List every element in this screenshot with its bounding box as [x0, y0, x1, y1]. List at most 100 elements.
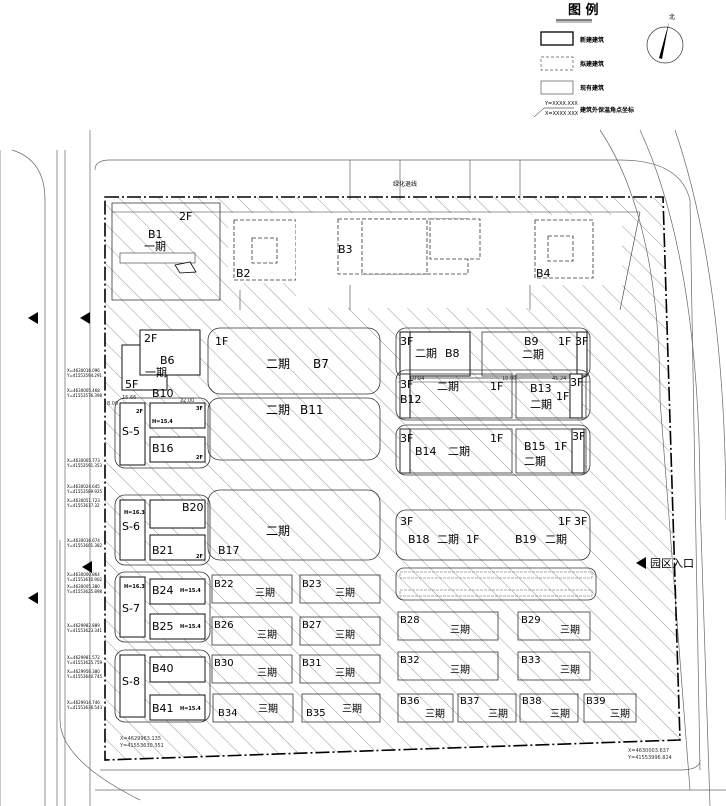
legend-y-sample: Y=XXXX.XXX — [544, 101, 578, 107]
phase-label: 三期 — [425, 708, 445, 720]
floor-label: 3F — [400, 378, 413, 391]
building-label: B3 — [338, 243, 353, 256]
building-label: B19 — [515, 533, 537, 546]
phase-label: 三期 — [335, 587, 355, 599]
building-b6[interactable]: 2F B6 一期 5F — [121, 329, 201, 391]
svg-text:Y=41553601.382: Y=41553601.382 — [66, 543, 103, 548]
building-label: S-7 — [122, 602, 140, 615]
dimension-label: 15.66 — [122, 395, 136, 401]
floor-label: 3F — [572, 430, 585, 443]
svg-text:Y=41553617.32: Y=41553617.32 — [66, 503, 100, 508]
svg-text:X=4629956.380: X=4629956.380 — [67, 669, 100, 674]
svg-text:Y=41553576.398: Y=41553576.398 — [66, 393, 103, 398]
phase-label: 三期 — [258, 703, 278, 715]
building-label: B10 — [152, 387, 174, 400]
block-b11 — [207, 397, 381, 461]
entrance-label: 园区入口 — [650, 557, 694, 570]
phase-label: 一期 — [145, 366, 167, 379]
svg-text:X=4630065.773: X=4630065.773 — [67, 458, 100, 463]
building-label: B27 — [302, 620, 322, 631]
legend-swatch-planned — [540, 56, 574, 71]
dimension-label: 22.00 — [180, 398, 194, 404]
floor-label: 3F — [575, 335, 588, 348]
phase-label: 三期 — [255, 587, 275, 599]
floor-label: 2F — [144, 332, 157, 345]
building-label: B41 — [152, 702, 174, 715]
arrow-left-icon — [28, 592, 38, 604]
building-label: S-8 — [122, 675, 140, 688]
svg-text:Y=41553594.291: Y=41553594.291 — [66, 373, 103, 378]
parking-strip — [395, 567, 597, 601]
green-setback-label: 绿化退线 — [393, 180, 417, 188]
corner-coord-x: X=4630003.637 — [628, 748, 669, 754]
height-label: H=15.4 — [180, 624, 201, 630]
floor-label: 1F — [554, 440, 567, 453]
svg-text:X=4630005.468: X=4630005.468 — [67, 388, 100, 393]
entrance-arrow-icon — [636, 557, 646, 569]
building-label: S-5 — [122, 425, 140, 438]
building-label: B29 — [521, 615, 541, 626]
floor-label: 3F — [400, 335, 413, 348]
building-label: B25 — [152, 620, 174, 633]
svg-text:Y=41553625.759: Y=41553625.759 — [66, 660, 103, 665]
phase-label: 三期 — [450, 664, 470, 676]
arrow-right-icon — [82, 561, 92, 573]
phase-label: 三期 — [560, 624, 580, 636]
building-label: B4 — [536, 267, 551, 280]
floor-label: 1F — [558, 515, 571, 528]
building-label: B13 — [530, 382, 552, 395]
arrow-left-icon — [80, 312, 90, 324]
floor-label: 5F — [125, 378, 138, 391]
dimension-label: 18.00 — [502, 376, 516, 382]
legend-title: 图 例 — [568, 2, 599, 18]
floor-label: 3F — [400, 515, 413, 528]
building-label: B11 — [300, 403, 324, 417]
floor-label: 2F — [179, 210, 192, 223]
svg-text:Y=41553610.902: Y=41553610.902 — [66, 577, 103, 582]
building-label: B16 — [152, 442, 174, 455]
height-label: H=16.3 — [124, 584, 145, 590]
building-b4[interactable]: B4 — [530, 215, 622, 285]
phase-label: 三期 — [560, 664, 580, 676]
building-label: B2 — [236, 267, 251, 280]
floor-label: 3F — [574, 515, 587, 528]
building-b1[interactable]: B1 一期 2F — [111, 202, 221, 301]
svg-text:Y=41553589.925: Y=41553589.925 — [66, 489, 103, 494]
dimension-label: 8.00 — [107, 401, 118, 407]
building-label: B35 — [306, 708, 326, 719]
svg-text:X=4630005.380: X=4630005.380 — [67, 584, 100, 589]
phase-label: 三期 — [488, 708, 508, 720]
building-label: S-6 — [122, 520, 140, 533]
building-label: B23 — [302, 579, 322, 590]
floor-label: 2F — [196, 455, 203, 461]
building-label: B15 — [524, 440, 546, 453]
legend-x-sample: X=XXXX.XXX — [545, 111, 579, 117]
svg-text:X=4630051.723: X=4630051.723 — [67, 498, 100, 503]
svg-text:Y=41553640.745: Y=41553640.745 — [66, 674, 103, 679]
floor-label: 1F — [556, 390, 569, 403]
phase-label: 二期 — [448, 445, 470, 458]
dimension-label: 68.84 — [410, 376, 424, 382]
north-arrow-icon: 北 — [646, 13, 684, 64]
building-label: B6 — [160, 354, 175, 367]
phase3-blocks — [211, 574, 637, 723]
legend-swatch-existing — [540, 80, 574, 95]
building-label: B18 — [408, 533, 430, 546]
height-label: H=15.4 — [180, 588, 201, 594]
phase-label: 二期 — [266, 357, 290, 371]
compass-label: 北 — [669, 13, 675, 21]
building-label: B30 — [214, 658, 234, 669]
building-label: B31 — [302, 658, 322, 669]
dimension-label: 41.24 — [552, 376, 566, 382]
phase-label: 二期 — [524, 455, 546, 468]
legend-label-new: 新建建筑 — [580, 36, 604, 44]
phase-label: 二期 — [266, 524, 290, 538]
phase-label: 三期 — [550, 708, 570, 720]
building-label: B14 — [415, 445, 437, 458]
building-b3[interactable]: B3 — [239, 213, 531, 310]
svg-text:Y=41553591.353: Y=41553591.353 — [66, 463, 103, 468]
svg-text:Y=41553636.543: Y=41553636.543 — [66, 705, 103, 710]
height-label: H=16.3 — [124, 510, 145, 516]
block-b7 — [207, 327, 381, 395]
